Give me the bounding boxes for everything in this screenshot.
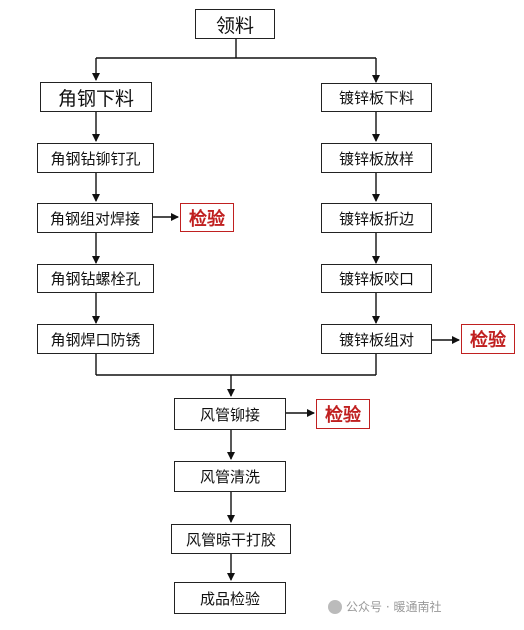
left-step-1: 角钢下料: [40, 82, 152, 112]
left-step-3: 角钢组对焊接: [37, 203, 153, 233]
merge-step-2: 风管清洗: [174, 461, 286, 492]
inspection-box-3: 检验: [316, 399, 370, 429]
watermark: 公众号 · 暖通南社: [328, 598, 441, 615]
left-step-2: 角钢钻铆钉孔: [37, 143, 154, 173]
right-step-3: 镀锌板折边: [321, 203, 432, 233]
right-step-4: 镀锌板咬口: [321, 264, 432, 293]
left-step-5: 角钢焊口防锈: [37, 324, 154, 354]
right-step-2: 镀锌板放样: [321, 143, 432, 173]
step-start: 领料: [195, 9, 275, 39]
watermark-text: 公众号 · 暖通南社: [346, 600, 442, 614]
merge-step-3: 风管晾干打胶: [171, 524, 291, 554]
left-step-4: 角钢钻螺栓孔: [37, 264, 154, 293]
inspection-box-2: 检验: [461, 324, 515, 354]
right-step-1: 镀锌板下料: [321, 83, 432, 112]
right-step-5: 镀锌板组对: [321, 324, 432, 354]
inspection-box-1: 检验: [180, 203, 234, 232]
wechat-icon: [328, 599, 342, 614]
merge-step-1: 风管铆接: [174, 398, 286, 430]
merge-step-4: 成品检验: [174, 582, 286, 614]
